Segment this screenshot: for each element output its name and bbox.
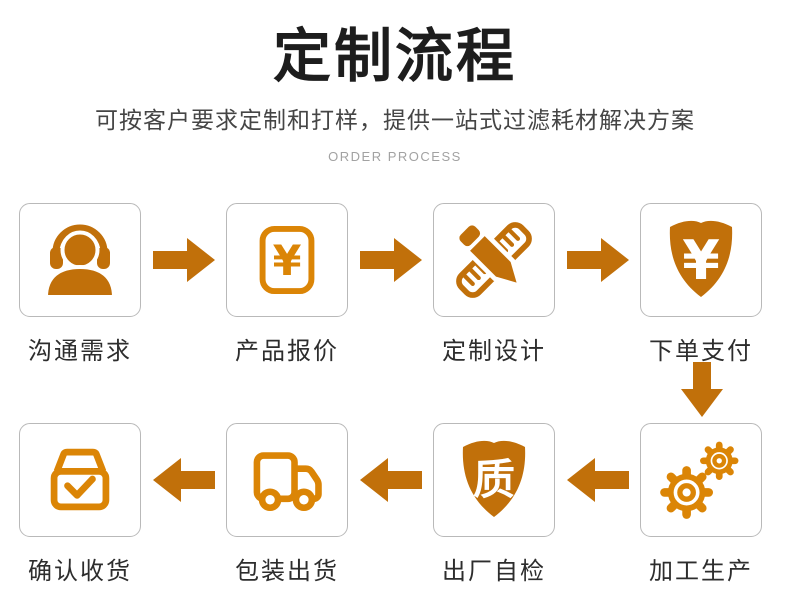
step-confirm-receipt: 确认收货 [19,423,141,586]
gears-icon [660,441,739,519]
step-communicate-needs: 沟通需求 [19,203,141,366]
step-label: 下单支付 [649,338,753,365]
step-tile [640,423,762,537]
step-order-payment: ¥ 下单支付 [640,203,762,366]
step-label: 出厂自检 [442,558,546,585]
arrow-left-icon [566,458,629,502]
flow-connector [555,423,640,537]
step-label: 包装出货 [235,558,339,585]
step-tile: ¥ [226,203,348,317]
header: 定制流程 可按客户要求定制和打样，提供一站式过滤耗材解决方案 ORDER PRO… [0,24,790,165]
support-agent-icon [43,224,117,299]
flow-connector [141,423,226,537]
page-subtitle: 可按客户要求定制和打样，提供一站式过滤耗材解决方案 [95,107,695,134]
arrow-right-icon [566,238,629,282]
step-label: 产品报价 [235,338,339,365]
step-custom-design: 定制设计 [433,203,555,366]
yuan-symbol: ¥ [682,229,720,292]
step-label: 确认收货 [28,558,132,585]
step-label: 定制设计 [442,338,546,365]
arrow-down-icon [681,362,723,417]
flow-connector [555,203,640,317]
step-tile [19,423,141,537]
flow-connector [141,203,226,317]
arrow-left-icon [359,458,422,502]
step-label: 加工生产 [649,558,753,585]
quality-shield-icon: 质 [462,440,526,517]
process-row-top: 沟通需求 ¥ 产品报价 [19,203,762,366]
flow-connector [348,203,433,317]
step-tile [433,203,555,317]
arrow-right-icon [359,238,422,282]
step-tile [19,203,141,317]
step-tile: 质 [433,423,555,537]
yuan-symbol: ¥ [273,237,302,285]
price-quote-icon: ¥ [259,225,315,295]
arrow-right-icon [152,238,215,282]
quality-character: 质 [473,455,515,504]
package-received-icon [50,448,110,511]
flow-connector-down [681,362,723,417]
step-tile [226,423,348,537]
flow-connector [348,423,433,537]
step-label: 沟通需求 [28,338,132,365]
payment-shield-icon: ¥ [669,220,733,297]
arrow-left-icon [152,458,215,502]
delivery-truck-icon [253,452,322,512]
step-factory-inspection: 质 出厂自检 [433,423,555,586]
step-tile: ¥ [640,203,762,317]
page-tagline: ORDER PROCESS [328,149,462,165]
page-title: 定制流程 [272,24,517,89]
process-row-bottom: 确认收货 包装出货 [19,423,762,586]
step-product-quote: ¥ 产品报价 [226,203,348,366]
design-tools-icon [454,220,532,298]
step-packing-shipping: 包装出货 [226,423,348,586]
step-processing-production: 加工生产 [640,423,762,586]
